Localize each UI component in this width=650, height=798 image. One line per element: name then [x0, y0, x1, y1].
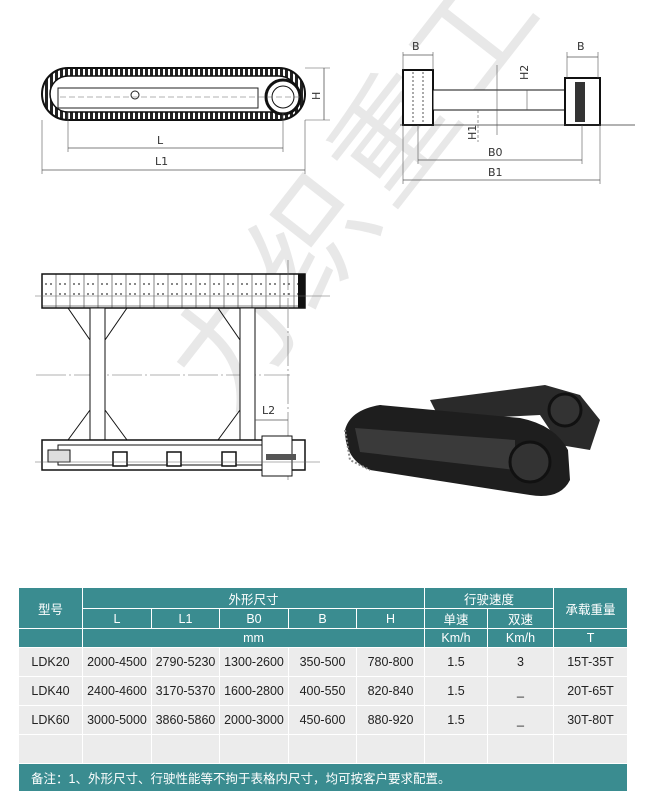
dim-label-h1: H1 — [466, 125, 479, 140]
technical-drawings: H L L1 B B H2 H1 B0 — [35, 40, 635, 496]
header-double-speed: 双速 — [486, 608, 555, 629]
cell-single-speed: 1.5 — [424, 676, 488, 706]
dim-label-b-right: B — [577, 40, 585, 53]
cell-load: 15T-35T — [553, 647, 629, 677]
cell-single-speed: 1.5 — [424, 705, 488, 735]
cell-b: 350-500 — [288, 647, 357, 677]
cell-load: 30T-80T — [553, 705, 629, 735]
cell-b: 400-550 — [288, 676, 357, 706]
cell-model: LDK60 — [18, 705, 83, 735]
cell-model: LDK40 — [18, 676, 83, 706]
empty-cell — [288, 734, 357, 764]
empty-cell — [486, 734, 555, 764]
cell-single-speed: 1.5 — [424, 647, 488, 677]
cell-h: 820-840 — [356, 676, 425, 706]
header-h: H — [356, 608, 425, 629]
cell-h: 880-920 — [356, 705, 425, 735]
dim-label-b1: B1 — [488, 166, 503, 179]
cell-b0: 1600-2800 — [219, 676, 289, 706]
specification-table: 型号 外形尺寸 行驶速度 承载重量 L L1 B0 B H 单速 双速 mm K… — [17, 587, 629, 792]
cell-l1: 3170-5370 — [151, 676, 220, 706]
table-note: 备注：1、外形尺寸、行驶性能等不拘于表格内尺寸，均可按客户要求配置。 — [17, 763, 629, 792]
plan-view-drawing: L2 — [35, 260, 330, 480]
header-l: L — [82, 608, 152, 629]
dim-label-l1: L1 — [155, 155, 168, 168]
empty-cell — [82, 734, 152, 764]
dim-label-h2: H2 — [518, 65, 531, 80]
cell-l: 2000-4500 — [82, 647, 152, 677]
dim-label-l: L — [157, 134, 164, 147]
empty-cell — [18, 734, 83, 764]
cell-b0: 2000-3000 — [219, 705, 289, 735]
empty-cell — [553, 734, 629, 764]
header-speed: 行驶速度 — [423, 587, 555, 609]
cell-b0: 1300-2600 — [219, 647, 289, 677]
table-row: LDK40 2400-4600 3170-5370 1600-2800 400-… — [18, 676, 629, 706]
cell-l: 3000-5000 — [82, 705, 152, 735]
empty-cell — [356, 734, 425, 764]
dim-label-h: H — [310, 92, 323, 100]
dim-label-l2: L2 — [262, 404, 275, 417]
header-dimensions: 外形尺寸 — [82, 587, 425, 609]
header-load: 承载重量 — [553, 587, 629, 629]
cell-l: 2400-4600 — [82, 676, 152, 706]
cell-h: 780-800 — [356, 647, 425, 677]
empty-cell — [219, 734, 289, 764]
cell-b: 450-600 — [288, 705, 357, 735]
header-model: 型号 — [18, 587, 83, 629]
empty-cell — [151, 734, 220, 764]
cell-double-speed: _ — [486, 705, 555, 735]
cell-model: LDK20 — [18, 647, 83, 677]
cell-load: 20T-65T — [553, 676, 629, 706]
cell-l1: 2790-5230 — [151, 647, 220, 677]
header-b: B — [288, 608, 357, 629]
cell-double-speed: _ — [486, 676, 555, 706]
table-row: LDK60 3000-5000 3860-5860 2000-3000 450-… — [18, 705, 629, 735]
table-row-empty — [18, 734, 629, 764]
empty-cell — [424, 734, 488, 764]
front-view-drawing: B B H2 H1 B0 B1 — [400, 40, 635, 184]
cell-l1: 3860-5860 — [151, 705, 220, 735]
unit-load: T — [553, 628, 629, 648]
cell-double-speed: 3 — [486, 647, 555, 677]
unit-double-speed: Km/h — [486, 628, 555, 648]
dim-label-b0: B0 — [488, 146, 503, 159]
header-b0: B0 — [219, 608, 289, 629]
header-single-speed: 单速 — [424, 608, 488, 629]
unit-blank — [18, 628, 83, 648]
unit-dimensions: mm — [82, 628, 425, 648]
table-row: LDK20 2000-4500 2790-5230 1300-2600 350-… — [18, 647, 629, 677]
header-l1: L1 — [151, 608, 220, 629]
side-view-drawing: H L L1 — [41, 67, 330, 174]
product-photo-crawler-undercarriage — [344, 385, 600, 496]
dim-label-b-left: B — [412, 40, 420, 53]
unit-single-speed: Km/h — [424, 628, 488, 648]
